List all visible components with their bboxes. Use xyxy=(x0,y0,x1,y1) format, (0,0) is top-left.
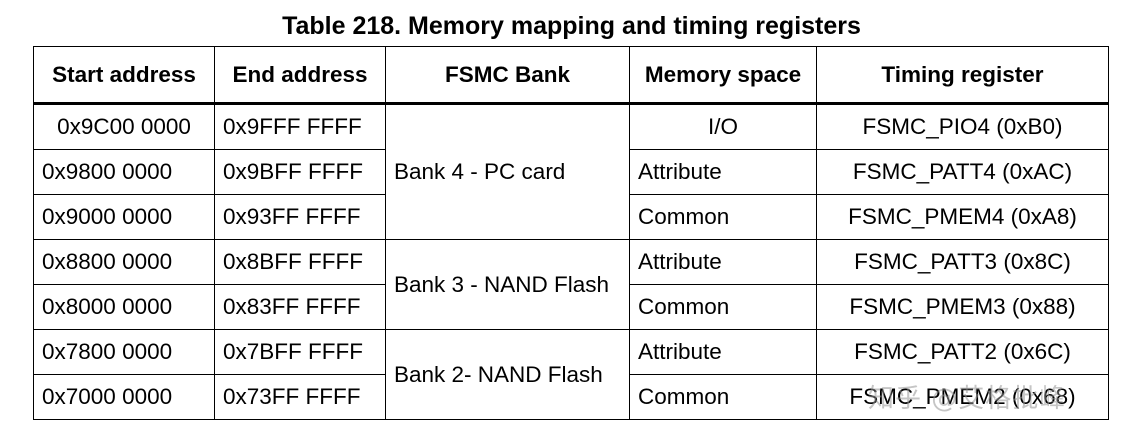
memory-space-cell: Attribute xyxy=(629,329,817,375)
timing-register-cell: FSMC_PMEM4 (0xA8) xyxy=(816,194,1109,240)
timing-register-cell: FSMC_PIO4 (0xB0) xyxy=(816,103,1109,150)
start-address-cell: 0x8000 0000 xyxy=(33,284,215,330)
memory-mapping-table: Start address End address FSMC Bank Memo… xyxy=(33,46,1109,420)
table-row: 0x7800 0000 0x7BFF FFFF Bank 2- NAND Fla… xyxy=(33,329,1109,420)
end-address-cell: 0x83FF FFFF xyxy=(214,284,386,330)
end-address-cell: 0x73FF FFFF xyxy=(214,374,386,420)
end-address-cell: 0x9BFF FFFF xyxy=(214,149,386,195)
end-address-cell: 0x8BFF FFFF xyxy=(214,239,386,285)
table-row: 0x8800 0000 0x8BFF FFFF Bank 3 - NAND Fl… xyxy=(33,239,1109,330)
fsmc-bank-cell: Bank 3 - NAND Flash xyxy=(385,239,630,330)
start-address-cell: 0x9C00 0000 xyxy=(33,103,215,150)
header-start-address: Start address xyxy=(33,46,215,105)
memory-space-cell: Common xyxy=(629,284,817,330)
timing-register-cell: FSMC_PATT3 (0x8C) xyxy=(816,239,1109,285)
memory-space-cell: Common xyxy=(629,194,817,240)
end-address-cell: 0x9FFF FFFF xyxy=(214,103,386,150)
start-address-cell: 0x7800 0000 xyxy=(33,329,215,375)
table-row: 0x7000 0000 0x73FF FFFF Common FSMC_PMEM… xyxy=(33,374,1109,420)
header-timing-register: Timing register xyxy=(816,46,1109,105)
table-title: Table 218. Memory mapping and timing reg… xyxy=(282,12,861,40)
memory-space-cell: Common xyxy=(629,374,817,420)
header-memory-space: Memory space xyxy=(629,46,817,105)
timing-register-cell: FSMC_PMEM2 (0x68) xyxy=(816,374,1109,420)
header-fsmc-bank: FSMC Bank xyxy=(385,46,630,105)
timing-register-cell: FSMC_PATT2 (0x6C) xyxy=(816,329,1109,375)
memory-space-cell: Attribute xyxy=(629,149,817,195)
fsmc-bank-cell: Bank 4 - PC card xyxy=(385,103,630,240)
table-row: 0x9C00 0000 0x9FFF FFFF Bank 4 - PC card… xyxy=(33,103,1109,240)
start-address-cell: 0x9800 0000 xyxy=(33,149,215,195)
table-row: 0x9000 0000 0x93FF FFFF Common FSMC_PMEM… xyxy=(33,194,1109,240)
end-address-cell: 0x93FF FFFF xyxy=(214,194,386,240)
table-row: 0x8000 0000 0x83FF FFFF Common FSMC_PMEM… xyxy=(33,284,1109,330)
header-end-address: End address xyxy=(214,46,386,105)
start-address-cell: 0x9000 0000 xyxy=(33,194,215,240)
memory-space-cell: Attribute xyxy=(629,239,817,285)
timing-register-cell: FSMC_PMEM3 (0x88) xyxy=(816,284,1109,330)
timing-register-cell: FSMC_PATT4 (0xAC) xyxy=(816,149,1109,195)
end-address-cell: 0x7BFF FFFF xyxy=(214,329,386,375)
table-header-row: Start address End address FSMC Bank Memo… xyxy=(33,46,1109,105)
start-address-cell: 0x8800 0000 xyxy=(33,239,215,285)
start-address-cell: 0x7000 0000 xyxy=(33,374,215,420)
watermark: 知乎 @艾格批峰 xyxy=(868,384,1067,414)
memory-space-cell: I/O xyxy=(629,103,817,150)
fsmc-bank-cell: Bank 2- NAND Flash xyxy=(385,329,630,420)
